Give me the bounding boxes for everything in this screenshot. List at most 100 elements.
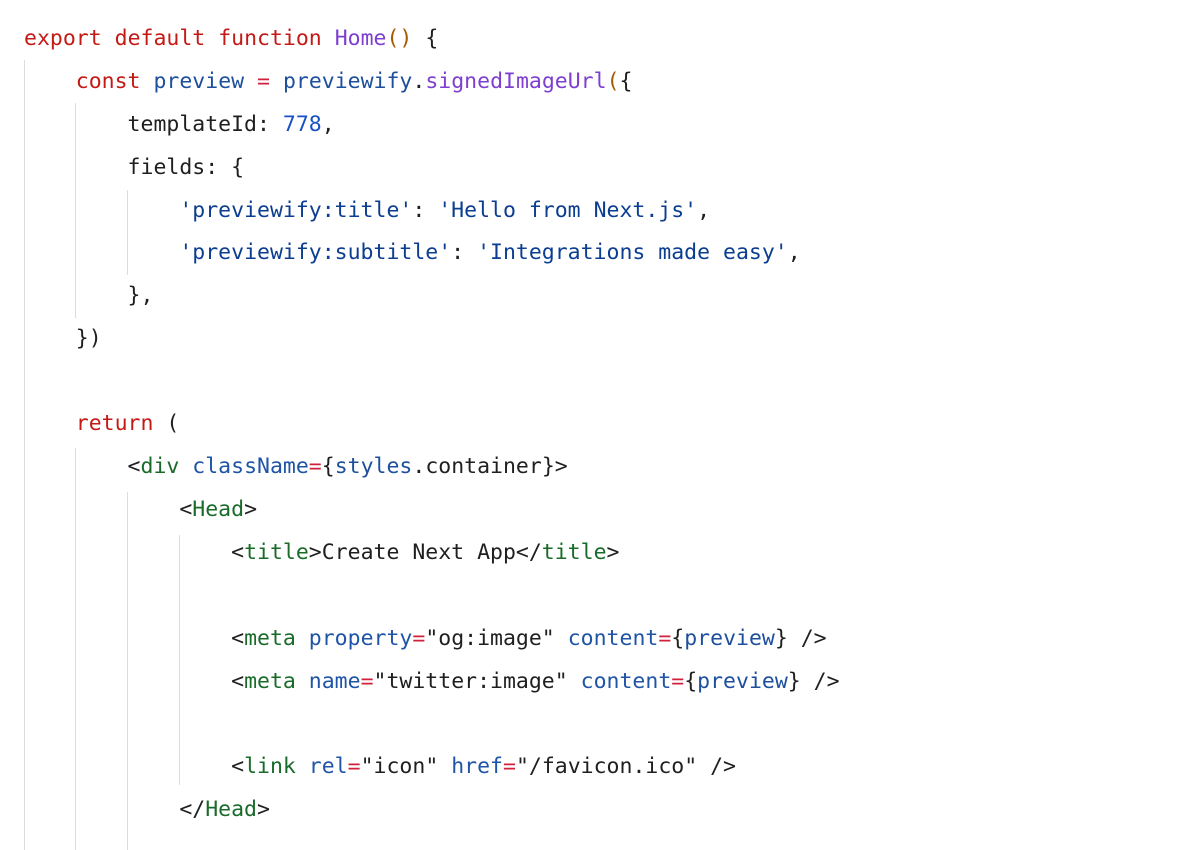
code-token: preview [684, 626, 775, 651]
code-token [296, 626, 309, 651]
code-line[interactable]: <div className={styles.container}> [24, 452, 568, 482]
code-token [322, 26, 335, 51]
indent-guide [75, 103, 76, 318]
code-token: templateId: [24, 112, 283, 137]
code-token: const [75, 69, 141, 94]
code-token [179, 454, 192, 479]
code-token: styles [334, 454, 413, 479]
code-line[interactable]: const preview = previewify.signedImageUr… [24, 67, 633, 97]
code-line[interactable]: 'previewify:subtitle': 'Integrations mad… [24, 238, 801, 268]
code-token [296, 669, 309, 694]
code-line[interactable]: }) [24, 324, 102, 354]
code-line[interactable]: <title>Create Next App</title> [24, 538, 619, 568]
code-token: > [244, 497, 258, 522]
code-token: content [567, 626, 659, 651]
code-token: , [697, 198, 711, 223]
code-token: 778 [282, 112, 322, 137]
code-token: 'Hello from Next.js' [438, 198, 698, 223]
code-token: , [321, 112, 335, 137]
code-line[interactable]: return ( [24, 409, 180, 439]
code-token: < [24, 540, 245, 565]
code-line[interactable]: templateId: 778, [24, 110, 335, 140]
code-token: = [308, 454, 322, 479]
code-token: = [347, 754, 361, 779]
code-token: { [671, 626, 685, 651]
code-line[interactable]: 'previewify:title': 'Hello from Next.js'… [24, 196, 710, 226]
code-token [296, 754, 309, 779]
indent-guide [127, 190, 128, 275]
code-line[interactable]: </Head> [24, 795, 270, 825]
code-token: < [24, 669, 245, 694]
code-token: , [787, 240, 801, 265]
code-token: title [244, 540, 309, 565]
code-token: function [218, 26, 322, 51]
code-token: meta [244, 626, 296, 651]
code-token: = [658, 626, 672, 651]
code-token: ( [153, 411, 180, 436]
code-token: () [386, 26, 413, 51]
indent-guide [75, 448, 76, 850]
code-token: < [24, 626, 245, 651]
code-token: signedImageUrl [425, 69, 607, 94]
code-token: /> [697, 754, 737, 779]
code-token: { [619, 69, 633, 94]
code-token: name [308, 669, 361, 694]
code-token: Head [192, 497, 245, 522]
code-token: .container}> [412, 454, 568, 479]
code-token: > [606, 540, 620, 565]
code-token: = [671, 669, 685, 694]
code-token [141, 69, 154, 94]
code-token: : [451, 240, 478, 265]
code-token: }, [24, 283, 154, 308]
code-token: default [114, 26, 206, 51]
code-token: : [412, 198, 439, 223]
code-token: rel [308, 754, 348, 779]
code-line[interactable]: export default function Home() { [24, 24, 438, 54]
code-token [24, 198, 179, 223]
code-line[interactable]: }, [24, 281, 154, 311]
code-token: property [308, 626, 413, 651]
code-token: < [24, 754, 245, 779]
code-token: 'previewify:subtitle' [179, 240, 452, 265]
code-token: = [503, 754, 516, 779]
code-token [205, 26, 218, 51]
indent-guide [24, 60, 25, 850]
code-token [102, 26, 115, 51]
code-token: }) [24, 326, 102, 351]
code-token [568, 669, 581, 694]
code-token: { [321, 454, 335, 479]
code-token [270, 69, 283, 94]
code-token: "/favicon.ico" [515, 754, 698, 779]
code-token: preview [697, 669, 788, 694]
code-token: "og:image" [425, 626, 555, 651]
code-line[interactable]: <Head> [24, 495, 257, 525]
code-token [244, 69, 257, 94]
code-token: > [257, 797, 270, 822]
code-token [438, 754, 451, 779]
code-token: = [360, 669, 374, 694]
code-line[interactable]: fields: { [24, 153, 245, 183]
code-token: link [244, 754, 296, 779]
code-line[interactable]: <meta name="twitter:image" content={prev… [24, 667, 839, 697]
code-token: = [257, 69, 270, 94]
code-token: } /> [774, 626, 827, 651]
code-token: return [75, 411, 154, 436]
code-token: href [451, 754, 503, 779]
code-token: className [192, 454, 309, 479]
code-token: div [140, 454, 180, 479]
code-token: "icon" [360, 754, 439, 779]
code-token: < [24, 497, 193, 522]
code-token [555, 626, 568, 651]
code-token: ( [606, 69, 620, 94]
code-line[interactable]: <meta property="og:image" content={previ… [24, 624, 827, 654]
code-line[interactable]: <link rel="icon" href="/favicon.ico" /> [24, 752, 736, 782]
code-token: fields: { [24, 155, 245, 180]
indent-guide [127, 492, 128, 850]
code-token: "twitter:image" [373, 669, 568, 694]
code-token: meta [244, 669, 296, 694]
code-token: </ [24, 797, 206, 822]
code-token: >Create Next App</ [308, 540, 542, 565]
code-token [24, 411, 76, 436]
code-token: title [541, 540, 607, 565]
